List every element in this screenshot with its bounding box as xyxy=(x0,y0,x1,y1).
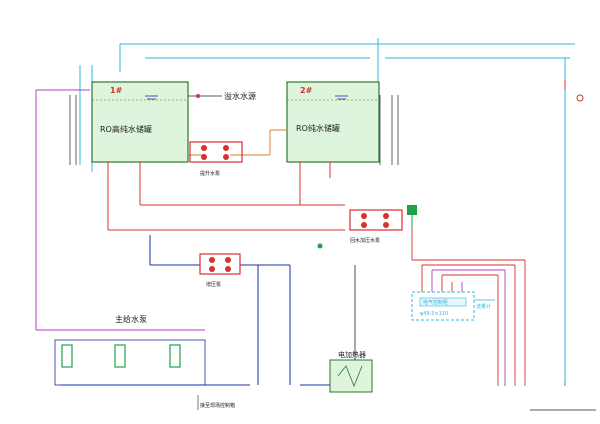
top-cyan-piping xyxy=(79,38,575,382)
boost-pump-label: 增压泵 xyxy=(206,281,221,288)
boost-pump-group: 增压泵 xyxy=(199,253,241,288)
red-feed-lines xyxy=(299,162,331,205)
purple-return-line xyxy=(35,89,205,331)
return-pump-group: 回水加压水泵 xyxy=(349,209,403,244)
tank-1-outlets xyxy=(107,162,345,231)
tank-1: 1# RO高纯水储罐 xyxy=(91,81,189,163)
bottom-note-label: 接至现场控制箱 xyxy=(200,402,235,409)
control-panel: 电气控制柜 φ49.5×110 流量计 xyxy=(411,291,495,321)
tank-1-tag: 1# xyxy=(110,86,123,95)
bottom-vessels: 主给水泵 xyxy=(54,314,206,386)
transfer-pipes xyxy=(188,129,287,156)
left-side-pipes xyxy=(69,95,399,165)
heater: 电加热器 xyxy=(329,265,373,393)
tank-2: 2# RO纯水储罐 xyxy=(286,81,380,163)
control-panel-sub: φ49.5×110 xyxy=(420,311,448,317)
overflow-line: 溢水水源 xyxy=(188,91,256,101)
bottom-right-terminals xyxy=(497,382,566,386)
transfer-pump-group: 提升水泵 xyxy=(189,141,243,177)
tank-2-tag: 2# xyxy=(300,86,313,95)
main-pump-label: 主给水泵 xyxy=(115,314,147,324)
tank-2-title: RO纯水储罐 xyxy=(296,123,340,133)
control-panel-label: 电气控制柜 xyxy=(423,299,448,306)
right-risers xyxy=(411,228,526,382)
tank-1-title: RO高纯水储罐 xyxy=(100,124,152,134)
blue-supply-trunk xyxy=(60,235,330,386)
instrument-symbols xyxy=(317,80,584,249)
flow-meter-label: 流量计 xyxy=(476,303,491,310)
transfer-pump-label: 提升水泵 xyxy=(200,170,220,177)
green-drain xyxy=(407,205,417,228)
heater-label: 电加热器 xyxy=(338,350,366,359)
bottom-note: 接至现场控制箱 xyxy=(197,395,235,410)
return-pump-label: 回水加压水泵 xyxy=(350,237,380,244)
overflow-label: 溢水水源 xyxy=(224,91,256,101)
